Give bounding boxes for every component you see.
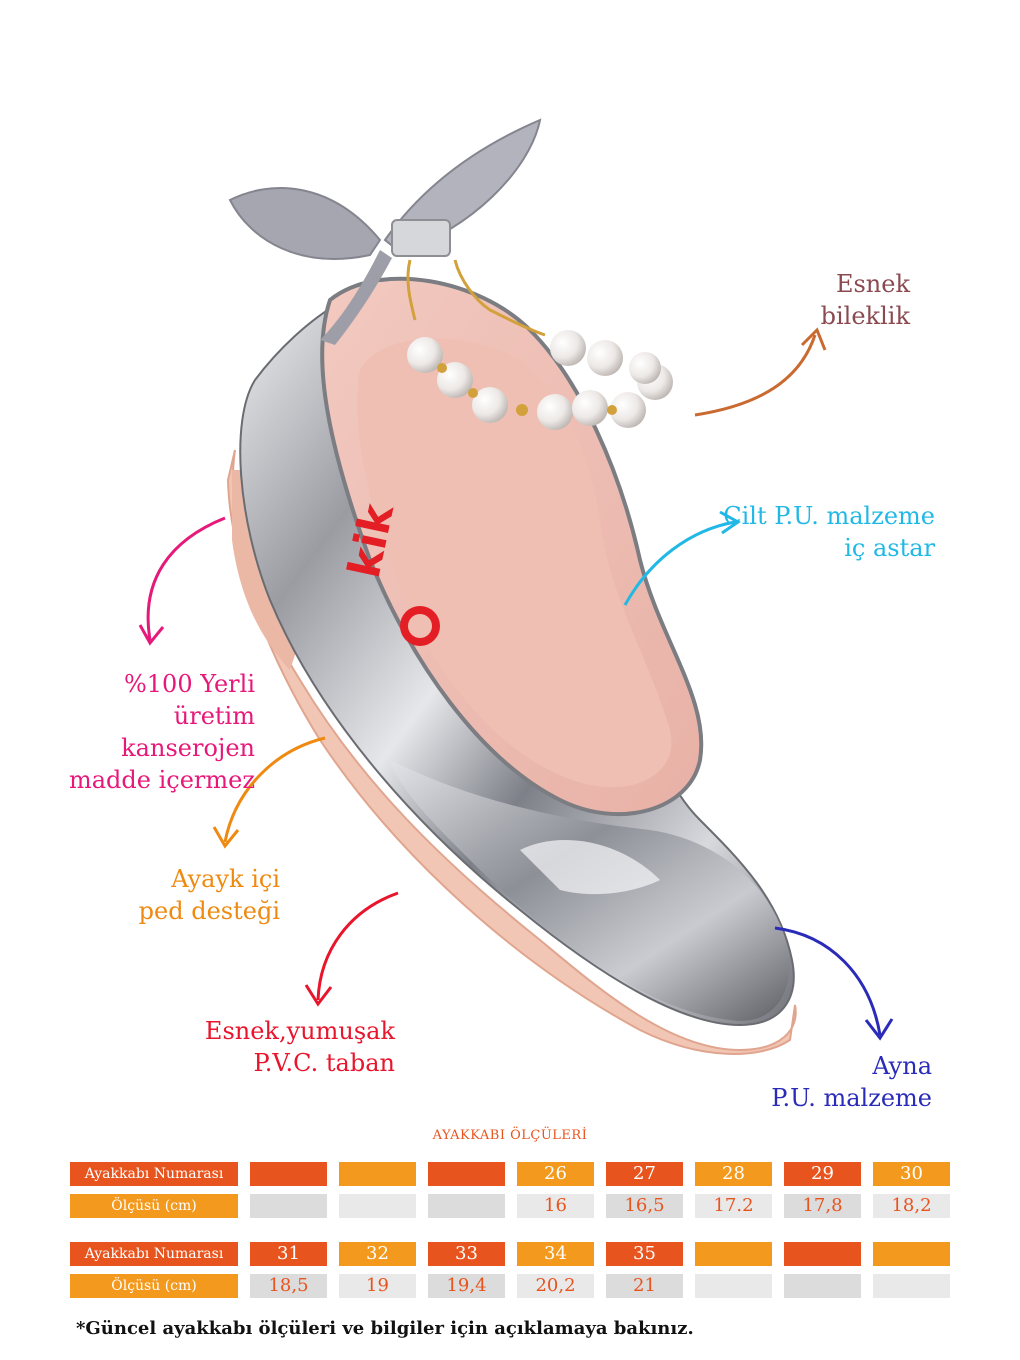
- local-label-line1: %100 Yerli üretim: [123, 670, 255, 730]
- size-cell: [784, 1274, 861, 1298]
- size-cell: 21: [606, 1274, 683, 1298]
- number-cell: 31: [250, 1242, 327, 1266]
- bracelet-label: Esnek bileklik: [760, 268, 910, 332]
- size-cell: [873, 1274, 950, 1298]
- mirror-label-line2: P.U. malzeme: [771, 1084, 932, 1112]
- sole-arrow: [316, 891, 399, 1001]
- shoe-illustration: kik: [138, 118, 894, 1055]
- footnote: *Güncel ayakkabı ölçüleri ve bilgiler iç…: [76, 1318, 694, 1339]
- pearl-bracelet: [407, 330, 673, 430]
- number-cell: 33: [428, 1242, 505, 1266]
- bracelet-label-line1: Esnek: [835, 270, 910, 298]
- size-table-title: AYAKKABI ÖLÇÜLERİ: [432, 1128, 588, 1143]
- size-cell: [339, 1194, 416, 1218]
- number-header: Ayakkabı Numarası: [70, 1162, 238, 1186]
- bracelet-label-line2: bileklik: [820, 302, 910, 330]
- size-cell: 16,5: [606, 1194, 683, 1218]
- size-cell: [695, 1274, 772, 1298]
- number-cell: [695, 1242, 772, 1266]
- mirror-label: Ayna P.U. malzeme: [760, 1050, 932, 1114]
- size-header: Ölçüsü (cm): [70, 1274, 238, 1298]
- sole-label-line2: P.V.C. taban: [253, 1049, 395, 1077]
- size-table-row-numbers-2: Ayakkabı Numarası 31 32 33 34 35: [70, 1242, 950, 1266]
- insole-label-line2: ped desteği: [138, 897, 280, 925]
- size-cell: 16: [517, 1194, 594, 1218]
- size-cell: 20,2: [517, 1274, 594, 1298]
- mirror-arrow: [774, 926, 882, 1036]
- size-table-row-sizes-2: Ölçüsü (cm) 18,5 19 19,4 20,2 21: [70, 1274, 950, 1298]
- number-header: Ayakkabı Numarası: [70, 1242, 238, 1266]
- size-cell: [428, 1194, 505, 1218]
- size-cell: 19: [339, 1274, 416, 1298]
- local-label-line3: madde içermez: [68, 766, 255, 794]
- size-header: Ölçüsü (cm): [70, 1194, 238, 1218]
- number-cell: 27: [606, 1162, 683, 1186]
- mirror-label-line1: Ayna: [872, 1052, 932, 1080]
- local-arrow: [146, 516, 226, 641]
- size-cell: 19,4: [428, 1274, 505, 1298]
- insole-label-line1: Ayayk içi: [171, 865, 280, 893]
- insole-label: Ayayk içi ped desteği: [100, 863, 280, 927]
- number-cell: [339, 1162, 416, 1186]
- sole-label-line1: Esnek,yumuşak: [204, 1017, 395, 1045]
- bracelet-arrow: [694, 334, 817, 417]
- size-cell: 18,5: [250, 1274, 327, 1298]
- number-cell: [784, 1242, 861, 1266]
- number-cell: 26: [517, 1162, 594, 1186]
- lining-label-line1: Cilt P.U. malzeme: [723, 502, 935, 530]
- lining-arrow: [623, 520, 736, 606]
- size-cell: 18,2: [873, 1194, 950, 1218]
- number-cell: 28: [695, 1162, 772, 1186]
- number-cell: 29: [784, 1162, 861, 1186]
- size-cell: 17,8: [784, 1194, 861, 1218]
- size-cell: 17.2: [695, 1194, 772, 1218]
- size-table-row-numbers-1: Ayakkabı Numarası 26 27 28 29 30: [70, 1162, 950, 1186]
- number-cell: 30: [873, 1162, 950, 1186]
- size-cell: [250, 1194, 327, 1218]
- insole-arrow: [223, 736, 326, 843]
- number-cell: [873, 1242, 950, 1266]
- local-label: %100 Yerli üretim kanserojen madde içerm…: [40, 668, 255, 796]
- lining-label-line2: iç astar: [844, 534, 935, 562]
- number-cell: [250, 1162, 327, 1186]
- number-cell: [428, 1162, 505, 1186]
- size-table-row-sizes-1: Ölçüsü (cm) 16 16,5 17.2 17,8 18,2: [70, 1194, 950, 1218]
- number-cell: 32: [339, 1242, 416, 1266]
- sole-label: Esnek,yumuşak P.V.C. taban: [200, 1015, 395, 1079]
- number-cell: 34: [517, 1242, 594, 1266]
- local-label-line2: kanserojen: [121, 734, 255, 762]
- lining-label: Cilt P.U. malzeme iç astar: [700, 500, 935, 564]
- number-cell: 35: [606, 1242, 683, 1266]
